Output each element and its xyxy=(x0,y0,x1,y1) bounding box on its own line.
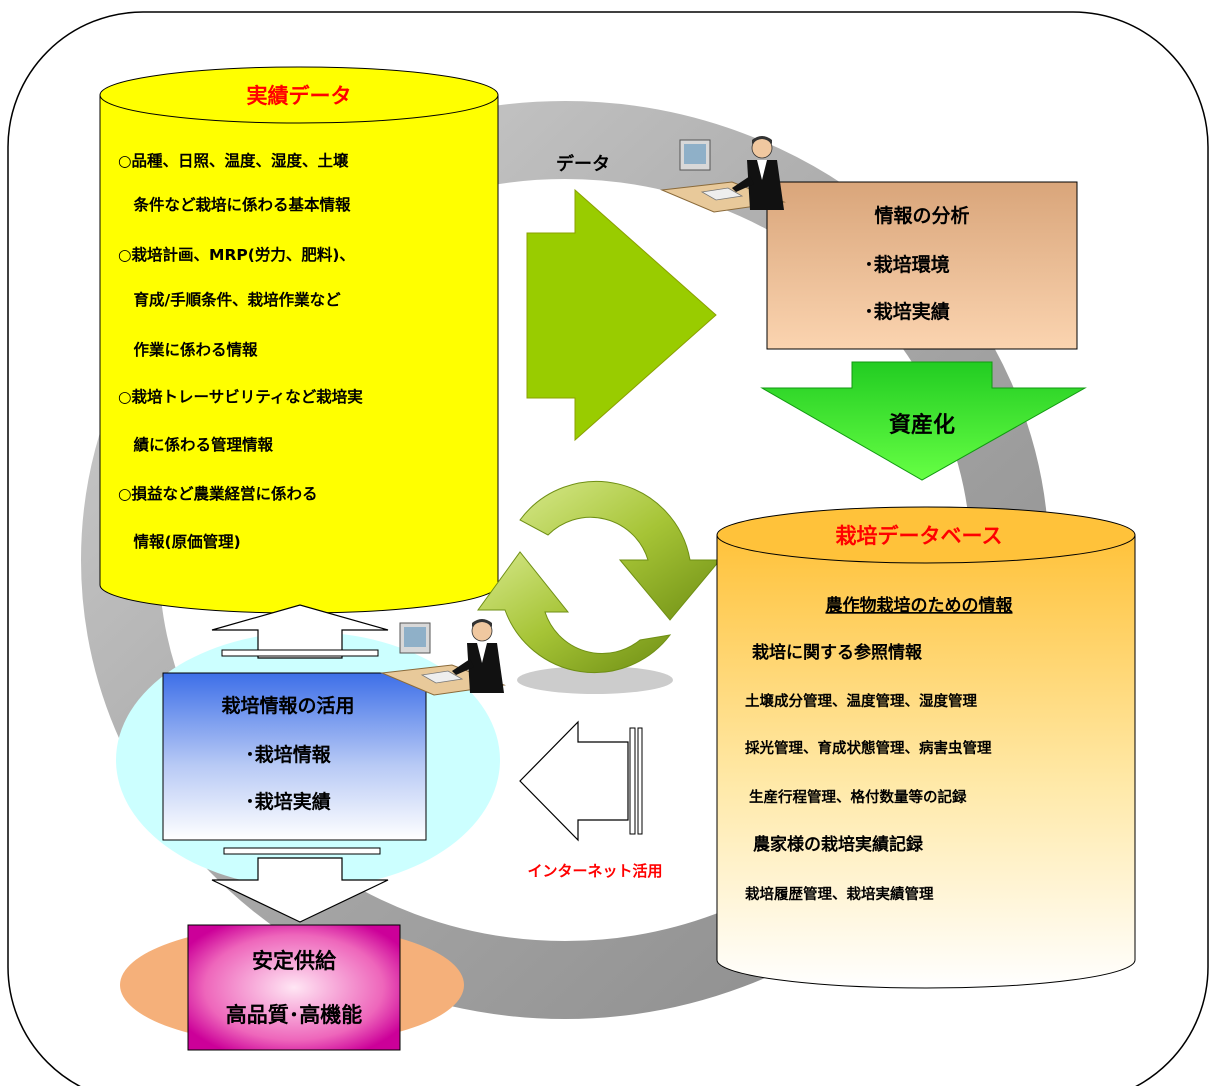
cultivation-db-line: 栽培履歴管理、栽培実績管理 xyxy=(745,885,934,903)
performance-db: 実績データ ○品種、日照、温度、湿度、土壌 条件など栽培に係わる基本情報 ○栽培… xyxy=(99,66,499,614)
analysis-item: ･栽培実績 xyxy=(864,300,950,323)
cultivation-db: 栽培データベース 農作物栽培のための情報 栽培に関する参照情報 土壌成分管理、温… xyxy=(716,506,1136,989)
utilization-box: 栽培情報の活用 ･栽培情報 ･栽培実績 xyxy=(162,672,427,841)
result-line2: 高品質･高機能 xyxy=(226,1003,363,1027)
performance-db-line: 績に係わる管理情報 xyxy=(118,435,274,454)
analysis-box: 情報の分析 ･栽培環境 ･栽培実績 xyxy=(766,181,1078,350)
utilization-title: 栽培情報の活用 xyxy=(221,694,354,717)
performance-db-line: 情報(原価管理) xyxy=(118,532,241,551)
cultivation-db-line: 栽培に関する参照情報 xyxy=(752,642,923,663)
cultivation-db-line: 生産行程管理、格付数量等の記録 xyxy=(749,788,967,806)
cultivation-db-line: 土壌成分管理、温度管理、湿度管理 xyxy=(745,692,977,710)
result-line1: 安定供給 xyxy=(252,949,337,973)
internet-arrow: インターネット活用 xyxy=(519,720,663,880)
utilization-item: ･栽培実績 xyxy=(245,790,331,813)
performance-db-line: ○品種、日照、温度、湿度、土壌 xyxy=(118,151,349,170)
performance-db-line: 育成/手順条件、栽培作業など xyxy=(118,290,341,309)
person-computer-icon xyxy=(660,136,786,213)
down-arrow xyxy=(211,847,389,923)
performance-db-line: 条件など栽培に係わる基本情報 xyxy=(118,195,351,214)
performance-db-title: 実績データ xyxy=(247,84,352,108)
recycle-icon xyxy=(477,480,722,694)
data-arrow: データ xyxy=(526,153,717,442)
performance-db-line: 作業に係わる情報 xyxy=(118,340,258,359)
utilization-item: ･栽培情報 xyxy=(245,743,332,766)
internet-label: インターネット活用 xyxy=(527,862,662,880)
asset-arrow: 資産化 xyxy=(760,361,1087,481)
cultivation-db-title: 栽培データベース xyxy=(836,524,1003,548)
asset-label: 資産化 xyxy=(889,412,955,438)
analysis-item: ･栽培環境 xyxy=(864,253,950,276)
performance-db-line: ○栽培計画、MRP(労力、肥料)、 xyxy=(118,245,355,264)
cultivation-db-subtitle: 農作物栽培のための情報 xyxy=(826,595,1014,616)
analysis-title: 情報の分析 xyxy=(874,204,969,227)
person-computer-icon xyxy=(380,619,506,696)
up-arrow xyxy=(211,604,389,659)
data-arrow-label: データ xyxy=(556,153,610,175)
performance-db-line: ○栽培トレーサビリティなど栽培実 xyxy=(118,387,363,406)
cultivation-db-line: 農家様の栽培実績記録 xyxy=(753,834,924,855)
performance-db-line: ○損益など農業経営に係わる xyxy=(118,484,318,503)
result-box: 安定供給 高品質･高機能 xyxy=(187,924,401,1051)
cultivation-db-line: 採光管理、育成状態管理、病害虫管理 xyxy=(745,739,992,757)
